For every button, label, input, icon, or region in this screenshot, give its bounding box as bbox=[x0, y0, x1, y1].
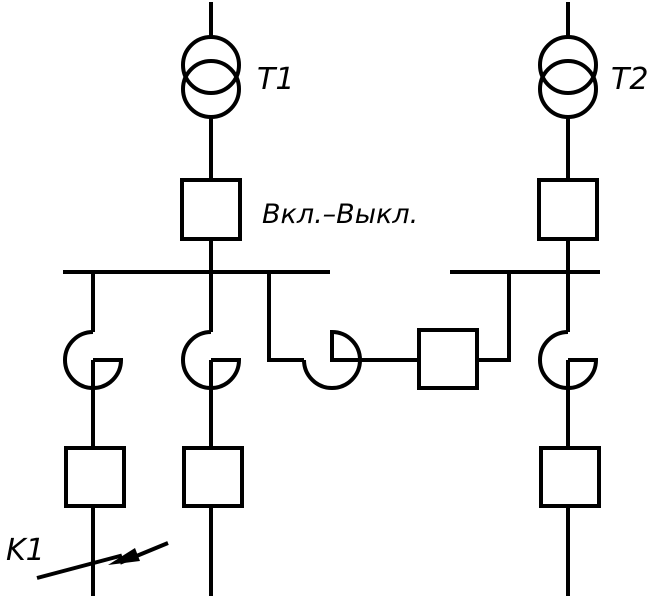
bus-tie bbox=[267, 272, 511, 390]
bus-tie-left-lead bbox=[267, 272, 304, 362]
transformer-t1[interactable] bbox=[181, 35, 241, 119]
feeder-2-breaker[interactable] bbox=[182, 446, 244, 508]
feeder-3-breaker[interactable] bbox=[539, 446, 601, 508]
feeder-3-disconnector[interactable] bbox=[538, 330, 599, 390]
t2-feeder bbox=[537, 2, 599, 272]
transformer-t2[interactable] bbox=[538, 35, 598, 119]
feeder-2-disconnector[interactable] bbox=[181, 330, 242, 390]
bus-tie-disconnector[interactable] bbox=[302, 329, 419, 390]
t1-primary-winding bbox=[181, 35, 241, 95]
feeder-1 bbox=[63, 272, 126, 596]
t2-breaker[interactable] bbox=[537, 178, 599, 241]
t1-secondary-winding bbox=[181, 59, 241, 119]
feeder-3 bbox=[538, 272, 601, 596]
t1-feeder bbox=[180, 2, 242, 272]
bus-tie-breaker[interactable] bbox=[417, 328, 479, 390]
t1-label: T1 bbox=[257, 62, 294, 97]
feeder-1-disconnector[interactable] bbox=[63, 330, 124, 390]
t1-breaker[interactable] bbox=[180, 178, 242, 241]
bus-tie-right-lead bbox=[477, 272, 511, 362]
t2-label: T2 bbox=[611, 62, 648, 97]
feeder-2 bbox=[181, 272, 244, 596]
t2-secondary-winding bbox=[538, 59, 598, 119]
fault-arrowhead bbox=[108, 548, 140, 565]
fault-k1-arrow bbox=[36, 541, 169, 580]
switch-note-label: Вкл.–Выкл. bbox=[262, 199, 418, 230]
feeder-1-breaker[interactable] bbox=[64, 446, 126, 508]
fault-k1-label: K1 bbox=[6, 533, 45, 568]
t2-primary-winding bbox=[538, 35, 598, 95]
fault-zigzag bbox=[36, 541, 169, 580]
